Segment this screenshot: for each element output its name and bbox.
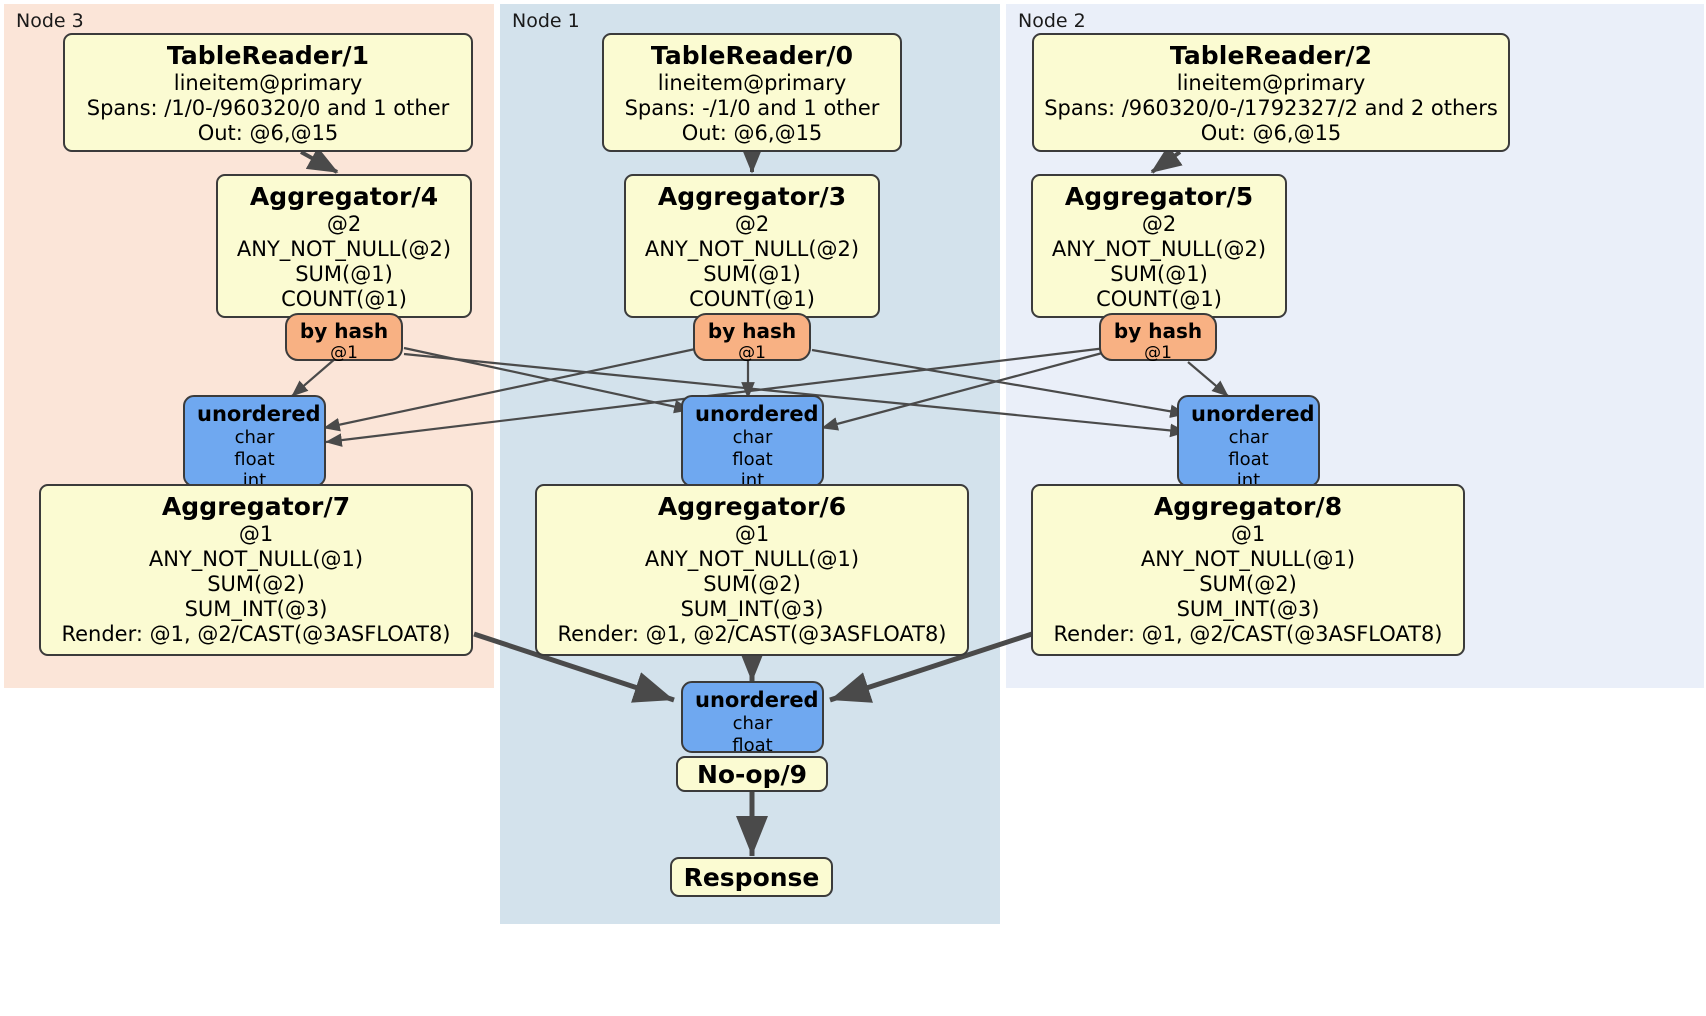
aggregator-6-line-4: Render: @1, @2/CAST(@3ASFLOAT8) — [557, 621, 947, 646]
by-hash-right-title: by hash — [1113, 319, 1203, 343]
unordered-left-line-1: float — [234, 448, 275, 470]
router-by-hash-center[interactable]: by hash @1 — [693, 313, 811, 363]
unordered-right-line-0: char — [1228, 427, 1269, 449]
panel-node-2-label: Node 2 — [1018, 10, 1086, 32]
unordered-center-line-1: float — [732, 448, 773, 470]
aggregator-8-line-4: Render: @1, @2/CAST(@3ASFLOAT8) — [1053, 621, 1443, 646]
by-hash-center-title: by hash — [707, 319, 797, 343]
aggregator-3-line-1: ANY_NOT_NULL(@2) — [644, 236, 860, 261]
synchronizer-unordered-left[interactable]: unordered char float int — [183, 395, 326, 491]
aggregator-7-line-1: ANY_NOT_NULL(@1) — [148, 546, 364, 571]
unordered-final-line-0: char — [732, 713, 773, 735]
tablereader-2-line-2: Out: @6,@15 — [1200, 120, 1342, 145]
processor-aggregator-7[interactable]: Aggregator/7 @1 ANY_NOT_NULL(@1) SUM(@2)… — [39, 484, 473, 656]
processor-aggregator-8[interactable]: Aggregator/8 @1 ANY_NOT_NULL(@1) SUM(@2)… — [1031, 484, 1465, 656]
aggregator-5-line-0: @2 — [1141, 211, 1177, 236]
aggregator-3-line-3: COUNT(@1) — [689, 286, 815, 311]
aggregator-7-line-0: @1 — [238, 521, 274, 546]
tablereader-1-line-0: lineitem@primary — [173, 70, 363, 95]
tablereader-0-line-1: Spans: -/1/0 and 1 other — [624, 95, 880, 120]
unordered-right-title: unordered — [1191, 402, 1315, 426]
processor-tablereader-0[interactable]: TableReader/0 lineitem@primary Spans: -/… — [602, 33, 902, 152]
response-title: Response — [683, 862, 820, 892]
panel-node-3-label: Node 3 — [16, 10, 84, 32]
aggregator-6-title: Aggregator/6 — [657, 492, 847, 521]
aggregator-6-line-1: ANY_NOT_NULL(@1) — [644, 546, 860, 571]
aggregator-4-line-2: SUM(@1) — [295, 261, 393, 286]
synchronizer-unordered-center[interactable]: unordered char float int — [681, 395, 824, 491]
unordered-left-line-0: char — [234, 427, 275, 449]
tablereader-2-line-1: Spans: /960320/0-/1792327/2 and 2 others — [1044, 95, 1498, 120]
tablereader-0-line-0: lineitem@primary — [657, 70, 847, 95]
aggregator-8-line-3: SUM_INT(@3) — [1176, 596, 1320, 621]
aggregator-4-line-0: @2 — [326, 211, 362, 236]
router-by-hash-right[interactable]: by hash @1 — [1099, 313, 1217, 363]
by-hash-left-title: by hash — [299, 319, 389, 343]
processor-aggregator-6[interactable]: Aggregator/6 @1 ANY_NOT_NULL(@1) SUM(@2)… — [535, 484, 969, 656]
router-by-hash-left[interactable]: by hash @1 — [285, 313, 403, 363]
aggregator-5-line-1: ANY_NOT_NULL(@2) — [1051, 236, 1267, 261]
aggregator-7-title: Aggregator/7 — [161, 492, 351, 521]
processor-aggregator-3[interactable]: Aggregator/3 @2 ANY_NOT_NULL(@2) SUM(@1)… — [624, 174, 880, 318]
aggregator-7-line-4: Render: @1, @2/CAST(@3ASFLOAT8) — [61, 621, 451, 646]
tablereader-1-line-2: Out: @6,@15 — [197, 120, 339, 145]
synchronizer-unordered-right[interactable]: unordered char float int — [1177, 395, 1320, 491]
panel-node-1-label: Node 1 — [512, 10, 580, 32]
by-hash-right-line-0: @1 — [1144, 343, 1172, 363]
by-hash-left-line-0: @1 — [330, 343, 358, 363]
aggregator-3-line-0: @2 — [734, 211, 770, 236]
aggregator-3-line-2: SUM(@1) — [703, 261, 801, 286]
tablereader-1-title: TableReader/1 — [166, 41, 370, 70]
tablereader-0-title: TableReader/0 — [650, 41, 854, 70]
synchronizer-unordered-final[interactable]: unordered char float — [681, 681, 824, 756]
noop-9-title: No-op/9 — [696, 759, 808, 789]
processor-tablereader-2[interactable]: TableReader/2 lineitem@primary Spans: /9… — [1032, 33, 1510, 152]
aggregator-3-title: Aggregator/3 — [657, 182, 847, 211]
aggregator-8-title: Aggregator/8 — [1153, 492, 1343, 521]
processor-response[interactable]: Response — [670, 857, 833, 897]
aggregator-5-line-3: COUNT(@1) — [1096, 286, 1222, 311]
aggregator-4-title: Aggregator/4 — [249, 182, 439, 211]
tablereader-1-line-1: Spans: /1/0-/960320/0 and 1 other — [86, 95, 450, 120]
aggregator-5-line-2: SUM(@1) — [1110, 261, 1208, 286]
tablereader-2-title: TableReader/2 — [1169, 41, 1373, 70]
aggregator-5-title: Aggregator/5 — [1064, 182, 1254, 211]
by-hash-center-line-0: @1 — [738, 343, 766, 363]
tablereader-0-line-2: Out: @6,@15 — [681, 120, 823, 145]
unordered-right-line-1: float — [1228, 448, 1269, 470]
unordered-final-line-1: float — [732, 734, 773, 756]
aggregator-8-line-2: SUM(@2) — [1199, 571, 1297, 596]
aggregator-8-line-0: @1 — [1230, 521, 1266, 546]
unordered-left-title: unordered — [197, 402, 321, 426]
processor-aggregator-5[interactable]: Aggregator/5 @2 ANY_NOT_NULL(@2) SUM(@1)… — [1031, 174, 1287, 318]
aggregator-4-line-1: ANY_NOT_NULL(@2) — [236, 236, 452, 261]
aggregator-4-line-3: COUNT(@1) — [281, 286, 407, 311]
aggregator-7-line-3: SUM_INT(@3) — [184, 596, 328, 621]
processor-noop-9[interactable]: No-op/9 — [676, 756, 828, 792]
aggregator-8-line-1: ANY_NOT_NULL(@1) — [1140, 546, 1356, 571]
aggregator-6-line-3: SUM_INT(@3) — [680, 596, 824, 621]
unordered-center-title: unordered — [695, 402, 819, 426]
aggregator-6-line-0: @1 — [734, 521, 770, 546]
unordered-center-line-0: char — [732, 427, 773, 449]
unordered-final-title: unordered — [695, 688, 819, 712]
processor-tablereader-1[interactable]: TableReader/1 lineitem@primary Spans: /1… — [63, 33, 473, 152]
aggregator-7-line-2: SUM(@2) — [207, 571, 305, 596]
tablereader-2-line-0: lineitem@primary — [1176, 70, 1366, 95]
processor-aggregator-4[interactable]: Aggregator/4 @2 ANY_NOT_NULL(@2) SUM(@1)… — [216, 174, 472, 318]
aggregator-6-line-2: SUM(@2) — [703, 571, 801, 596]
